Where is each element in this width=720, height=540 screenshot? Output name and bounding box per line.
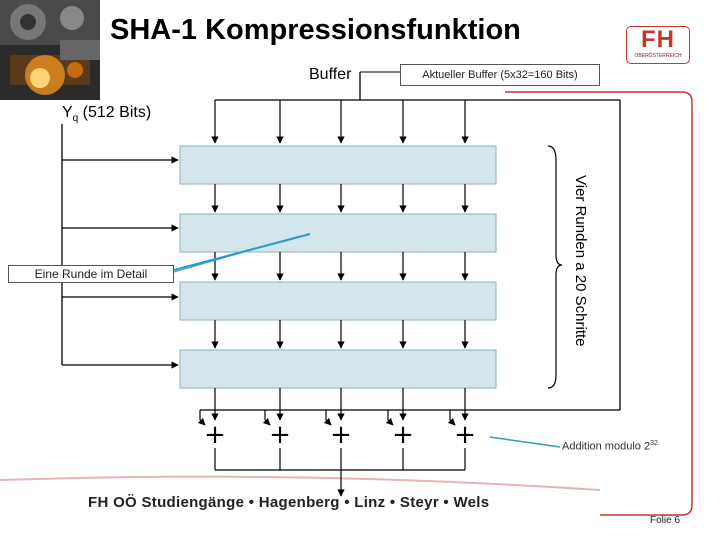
addition-label-sup: 32 [650, 440, 658, 447]
header-photo [0, 0, 100, 100]
red-frame [505, 91, 693, 516]
adder-2: + [269, 420, 291, 450]
feedback-lines [197, 409, 465, 426]
round-box-4 [179, 349, 497, 389]
between-arrows [211, 184, 469, 421]
rounds-label-text: Vier Runden a 20 Schritte [572, 175, 589, 347]
adder-5: + [454, 420, 476, 450]
round-box-3 [179, 281, 497, 321]
input-label-sub: q [72, 113, 79, 125]
rounds-label: Vier Runden a 20 Schritte [565, 175, 595, 380]
footer-swoosh [0, 475, 601, 491]
buffer-label: Buffer [309, 66, 352, 83]
adder-4: + [392, 420, 414, 450]
buffer-arrows [211, 100, 469, 144]
footer-text: FH OÖ Studiengänge • Hagenberg • Linz • … [88, 494, 490, 511]
logo-subtext: OBERÖSTERREICH [634, 53, 682, 59]
logo-text: FH [641, 26, 675, 53]
input-label: Yq (512 Bits) [62, 104, 151, 124]
round-box-1 [179, 145, 497, 185]
input-label-main: Y [62, 104, 73, 121]
adder-1: + [204, 420, 226, 450]
input-label-rest: (512 Bits) [78, 104, 152, 121]
slide-title: SHA-1 Kompressionsfunktion [110, 14, 521, 46]
fh-logo: FH OBERÖSTERREICH [626, 26, 690, 64]
slide-number: Folie 6 [650, 515, 681, 526]
round-box-2 [179, 213, 497, 253]
rounds-bracket [547, 145, 563, 389]
addition-label: Addition modulo 232 [562, 440, 658, 453]
detail-callout: Eine Runde im Detail [8, 265, 174, 283]
addition-callout-line [489, 436, 561, 448]
adder-3: + [330, 420, 352, 450]
addition-label-main: Addition modulo 2 [562, 440, 651, 453]
buffer-callout: Aktueller Buffer (5x32=160 Bits) [400, 64, 600, 86]
